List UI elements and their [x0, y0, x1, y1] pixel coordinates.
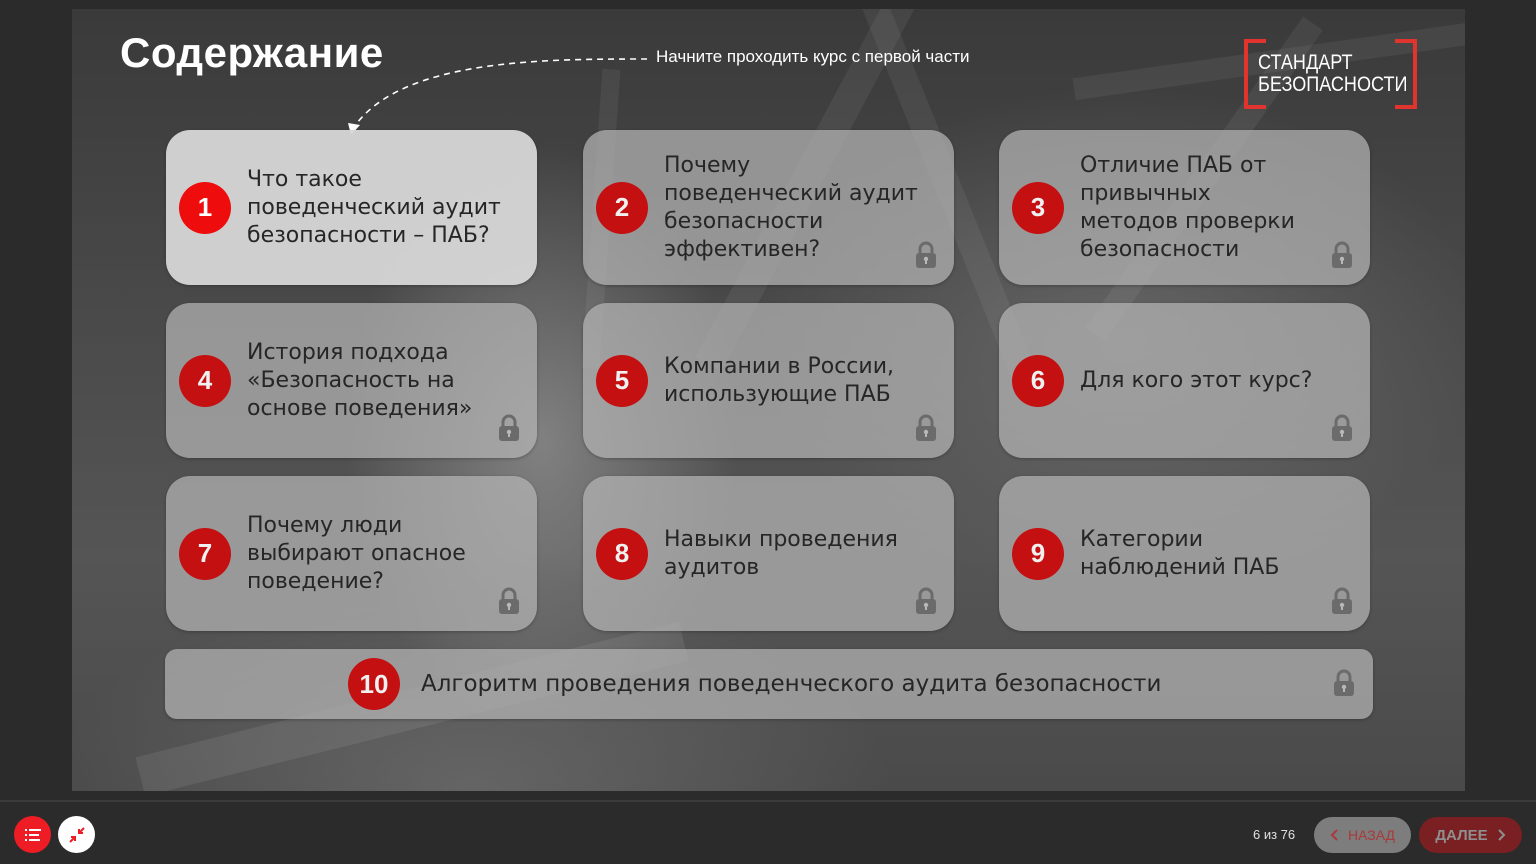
- back-button[interactable]: НАЗАД: [1314, 817, 1411, 853]
- player-top-border: [0, 0, 1536, 9]
- section-title: Почему поведенческий аудит безопасности …: [664, 152, 918, 262]
- slide-counter: 6 из 76: [1253, 827, 1296, 842]
- page-title: Содержание: [120, 29, 384, 76]
- lock-icon: [916, 414, 936, 441]
- section-title: История подхода «Безопасность на основе …: [247, 339, 473, 421]
- logo-bracket-left: [1244, 39, 1266, 109]
- section-number-badge: 8: [596, 527, 648, 580]
- section-title: Алгоритм проведения поведенческого аудит…: [421, 671, 1162, 697]
- section-number-badge: 10: [348, 658, 400, 710]
- section-title: Почему люди выбирают опасное поведение?: [247, 512, 466, 594]
- section-title: Что такое поведенческий аудит безопаснос…: [247, 166, 501, 248]
- next-button-label: ДАЛЕЕ: [1435, 826, 1488, 844]
- lock-icon: [1332, 414, 1352, 441]
- dashed-arrow-icon: [348, 58, 648, 134]
- section-card-3[interactable]: 3 Отличие ПАБ от привычных методов прове…: [999, 130, 1370, 285]
- section-number-badge: 4: [179, 354, 231, 407]
- lock-icon: [1332, 587, 1352, 614]
- section-title: Для кого этот курс?: [1080, 367, 1313, 393]
- lock-icon: [916, 587, 936, 614]
- section-title: Отличие ПАБ от привычных методов проверк…: [1080, 152, 1295, 262]
- chevron-left-icon: [1330, 829, 1338, 841]
- section-number-badge: 2: [596, 181, 648, 234]
- lock-icon: [499, 414, 519, 441]
- section-card-7[interactable]: 7 Почему люди выбирают опасное поведение…: [166, 476, 537, 631]
- chevron-right-icon: [1497, 829, 1506, 841]
- section-number-badge: 6: [1012, 354, 1064, 407]
- lock-icon: [499, 587, 519, 614]
- logo-line-1: СТАНДАРТ: [1258, 51, 1353, 74]
- list-icon: [24, 828, 41, 841]
- section-title: Компании в России, использующие ПАБ: [664, 353, 894, 407]
- logo: СТАНДАРТ БЕЗОПАСНОСТИ: [1244, 39, 1417, 109]
- back-button-label: НАЗАД: [1347, 827, 1396, 843]
- section-card-10[interactable]: 10 Алгоритм проведения поведенческого ау…: [165, 649, 1373, 719]
- section-card-2[interactable]: 2 Почему поведенческий аудит безопасност…: [583, 130, 954, 285]
- section-card-6[interactable]: 6 Для кого этот курс?: [999, 303, 1370, 458]
- logo-line-2: БЕЗОПАСНОСТИ: [1258, 73, 1408, 96]
- section-number-badge: 7: [179, 527, 231, 580]
- lock-icon: [1332, 241, 1352, 268]
- section-number-badge: 9: [1012, 527, 1064, 580]
- logo-bracket-right: [1395, 39, 1417, 109]
- section-number-badge: 1: [179, 181, 231, 234]
- section-card-1[interactable]: 1 Что такое поведенческий аудит безопасн…: [166, 130, 537, 285]
- section-card-9[interactable]: 9 Категории наблюдений ПАБ: [999, 476, 1370, 631]
- section-number-badge: 3: [1012, 181, 1064, 234]
- slide: Содержание Начните проходить курс с перв…: [72, 9, 1465, 791]
- menu-button[interactable]: [14, 816, 51, 853]
- lock-icon: [1334, 669, 1354, 696]
- next-button[interactable]: ДАЛЕЕ: [1419, 817, 1522, 853]
- lock-icon: [916, 241, 936, 268]
- collapse-button[interactable]: [58, 816, 95, 853]
- section-title: Категории наблюдений ПАБ: [1080, 526, 1280, 580]
- logo-text: СТАНДАРТ БЕЗОПАСНОСТИ: [1258, 52, 1407, 96]
- player-controls-bar: 6 из 76 НАЗАД ДАЛЕЕ: [0, 800, 1536, 864]
- section-card-4[interactable]: 4 История подхода «Безопасность на основ…: [166, 303, 537, 458]
- section-number-badge: 5: [596, 354, 648, 407]
- section-card-5[interactable]: 5 Компании в России, использующие ПАБ: [583, 303, 954, 458]
- hint-text: Начните проходить курс с первой части: [656, 47, 970, 66]
- collapse-arrows-icon: [68, 826, 85, 843]
- section-card-8[interactable]: 8 Навыки проведения аудитов: [583, 476, 954, 631]
- section-title: Навыки проведения аудитов: [664, 526, 898, 580]
